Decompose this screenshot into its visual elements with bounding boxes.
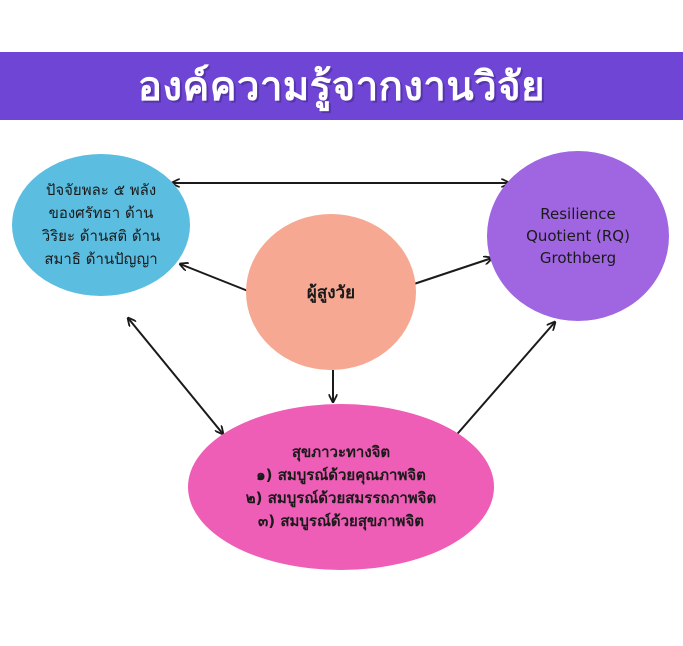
node-wellbeing-line-4: ๓) สมบูรณ์ด้วยสุขภาพจิต [258,512,424,530]
node-wellbeing-line-2: ๑) สมบูรณ์ด้วยคุณภาพจิต [256,466,426,484]
diagram-title: องค์ความรู้จากงานวิจัย [137,64,546,110]
node-wellbeing-line-3: ๒) สมบูรณ์ด้วยสมรรถภาพจิต [245,489,437,507]
node-elderly: ผู้สูงวัย [246,214,416,370]
node-resilience-line-3: Grothberg [539,249,617,267]
node-five-powers: ปัจจัยพละ ๕ พลัง ของศรัทธา ด้าน วิริยะ ด… [12,154,190,296]
node-resilience-line-1: Resilience [540,205,616,223]
node-mental-wellbeing: สุขภาวะทางจิต ๑) สมบูรณ์ด้วยคุณภาพจิต ๒)… [188,404,494,570]
node-elderly-label: ผู้สูงวัย [306,282,356,303]
node-resilience-quotient: Resilience Quotient (RQ) Grothberg [487,151,669,321]
title-banner: องค์ความรู้จากงานวิจัย [0,52,683,120]
node-five-powers-line-1: ปัจจัยพละ ๕ พลัง [45,181,157,199]
arrow-left-bottom [128,318,223,434]
node-resilience-line-2: Quotient (RQ) [526,227,630,245]
arrow-center-to-left [180,264,249,292]
node-five-powers-line-2: ของศรัทธา ด้าน [48,204,154,222]
arrow-center-to-right [413,258,492,285]
node-wellbeing-line-1: สุขภาวะทางจิต [291,443,391,461]
node-five-powers-line-3: วิริยะ ด้านสติ ด้าน [41,227,161,245]
node-five-powers-line-4: สมาธิ ด้านปัญญา [44,250,158,268]
arrow-right-bottom [452,322,555,440]
